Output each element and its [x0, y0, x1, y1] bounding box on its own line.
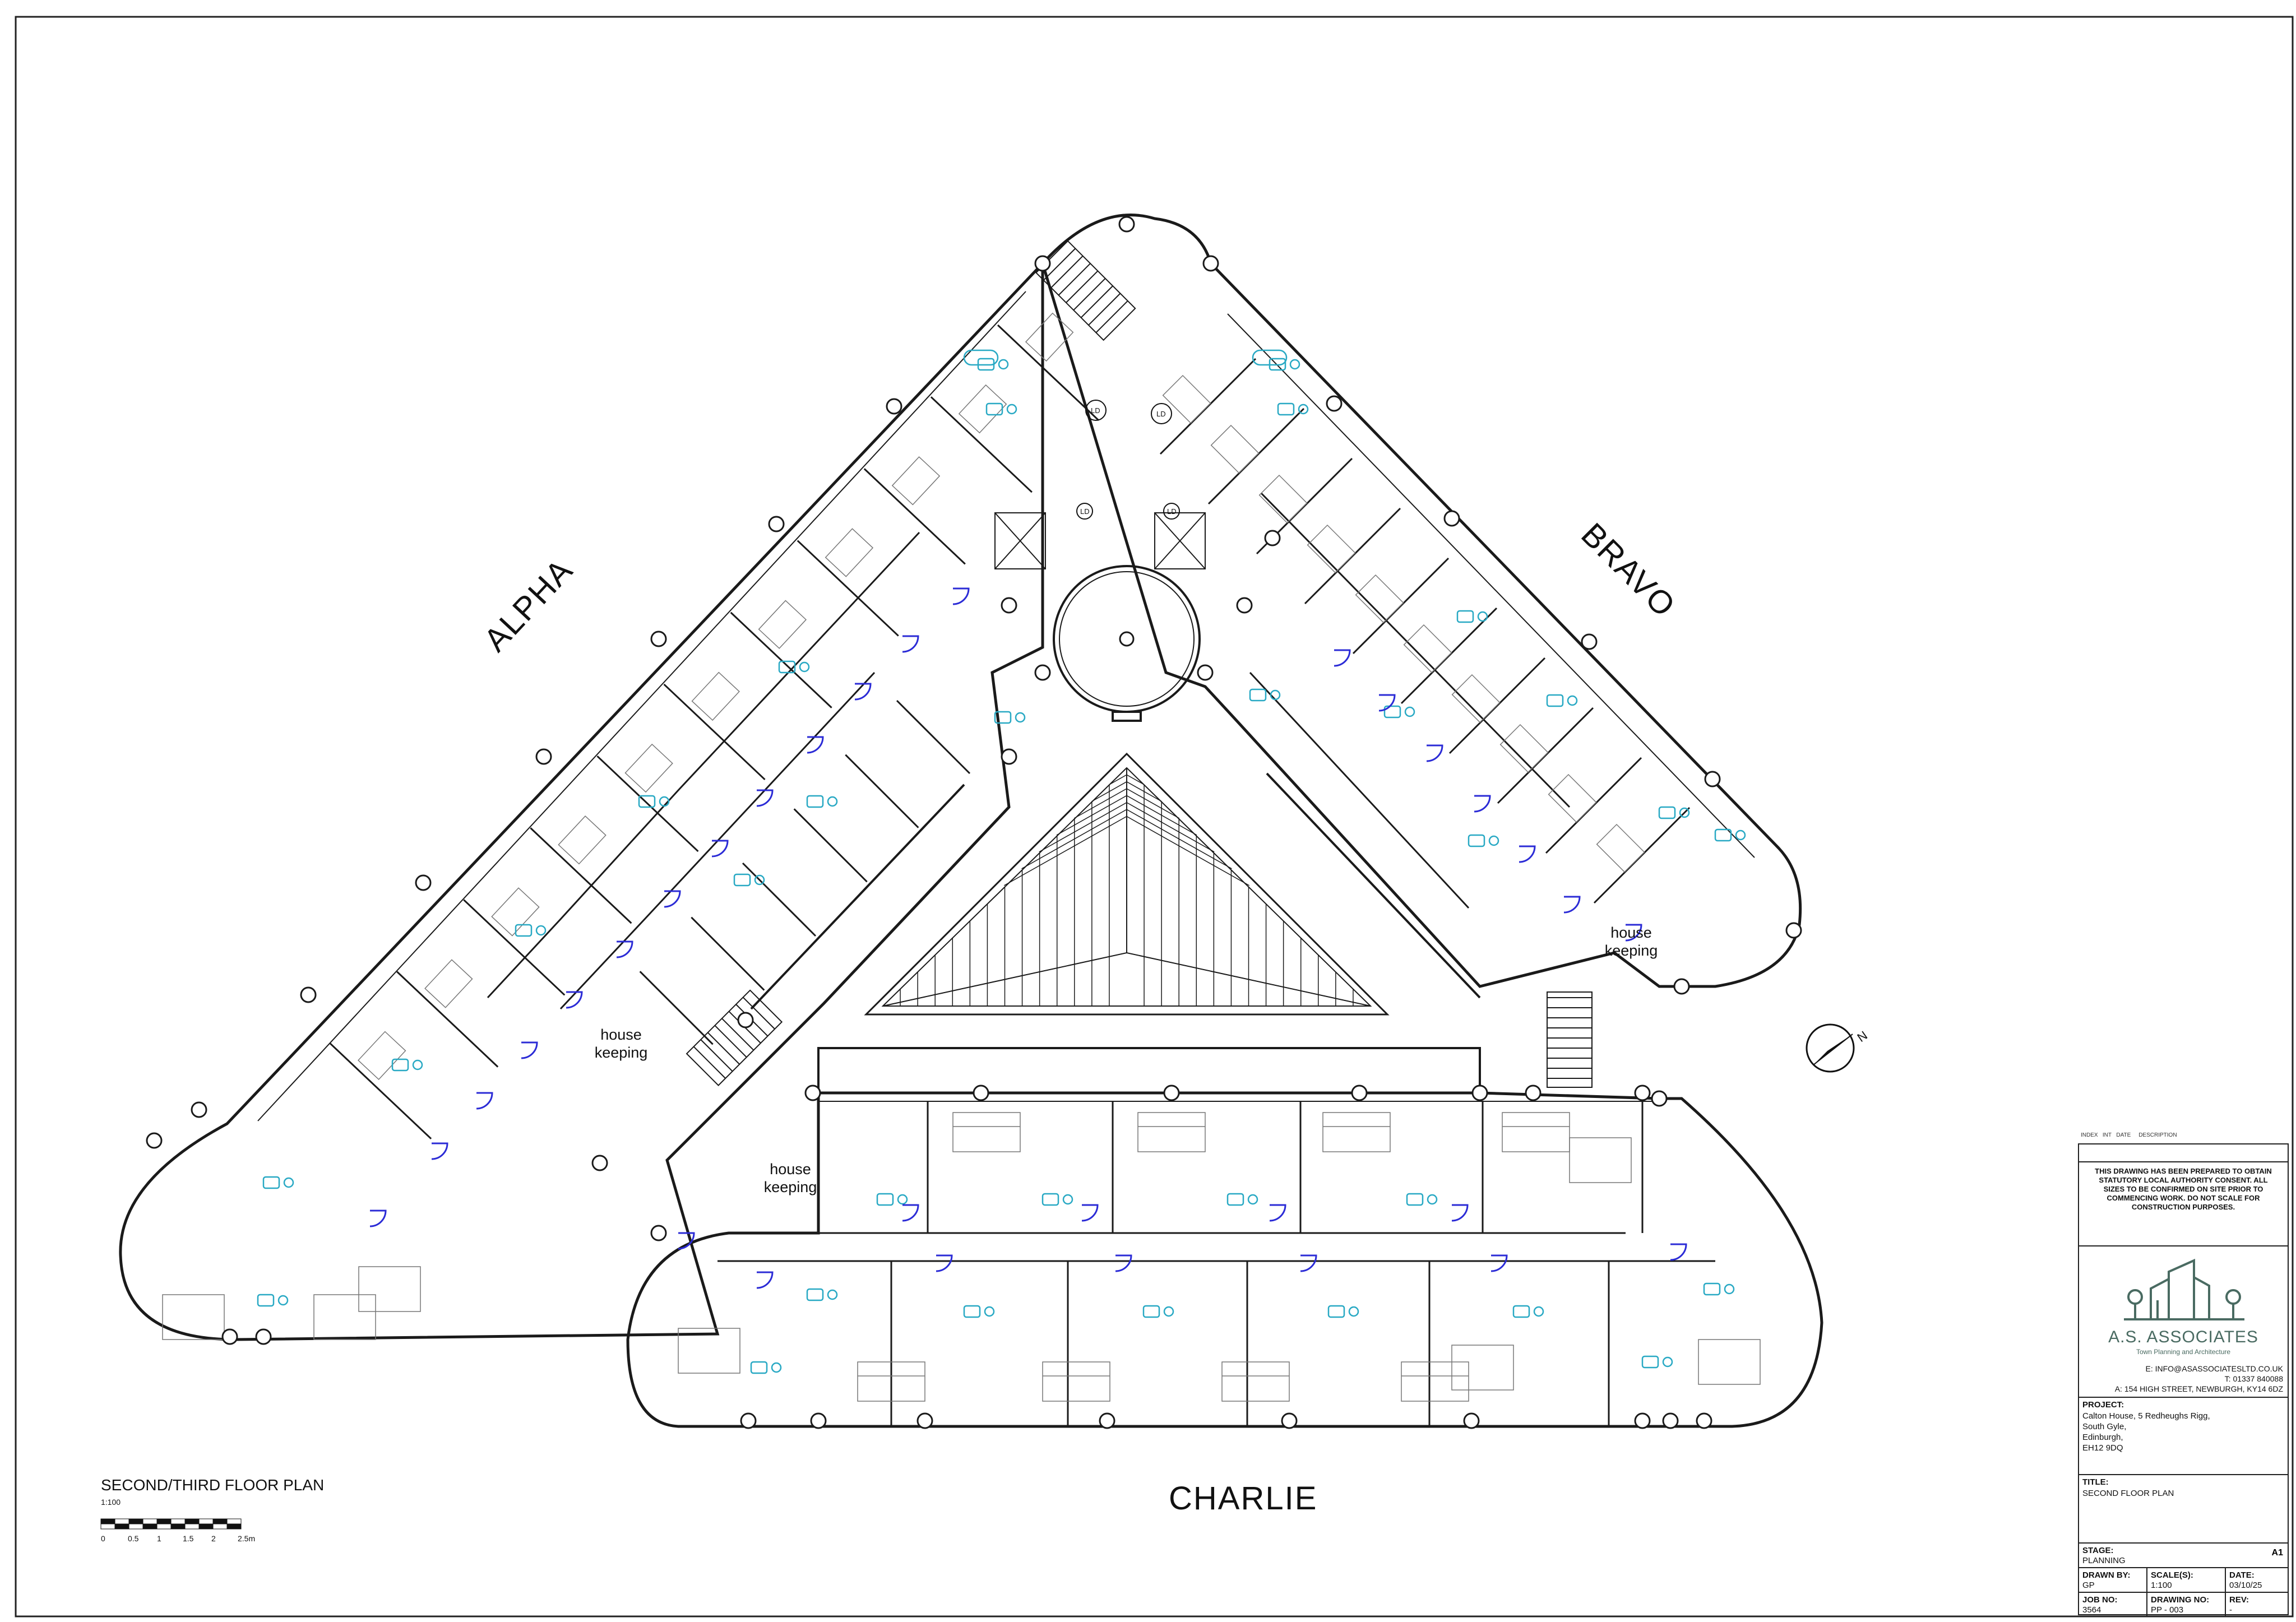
rev-label: REV: — [2229, 1595, 2249, 1605]
wing-charlie — [626, 1091, 1823, 1428]
housekeeping-label-charlie: house keeping — [763, 1161, 817, 1195]
wing-bravo — [1041, 214, 1802, 988]
job-no-label: JOB NO: — [2082, 1595, 2118, 1605]
scalebar-label-2: 1 — [157, 1534, 161, 1543]
atrium-roof — [864, 752, 1390, 1016]
columns — [146, 216, 1802, 1429]
housekeeping-label-alpha: house keeping — [594, 1026, 648, 1061]
scalebar-label-4: 2 — [211, 1534, 216, 1543]
rev-int-header: INT — [2102, 1132, 2112, 1138]
date-label: DATE: — [2229, 1570, 2255, 1580]
revision-headers: INDEX INT DATE DESCRIPTION — [2081, 1132, 2177, 1138]
job-row: JOB NO: 3564 DRAWING NO: PP - 003 REV: - — [2079, 1592, 2288, 1616]
courtyard — [750, 772, 1481, 1093]
rev-value: - — [2229, 1605, 2232, 1615]
lift-label-2: LD — [1156, 410, 1166, 418]
drawing-no-label: DRAWING NO: — [2151, 1595, 2210, 1605]
rev-description-header: DESCRIPTION — [2138, 1132, 2177, 1138]
wing-label-charlie: CHARLIE — [1169, 1480, 1318, 1517]
stage-box: STAGE: PLANNING A1 — [2079, 1542, 2288, 1567]
drawing-no-value: PP - 003 — [2151, 1605, 2184, 1615]
scale-label: SCALE(S): — [2151, 1570, 2193, 1580]
project-address: Calton House, 5 Redheughs Rigg, South Gy… — [2082, 1411, 2210, 1453]
stage-label: STAGE: — [2082, 1546, 2114, 1555]
project-label: PROJECT: — [2082, 1400, 2124, 1410]
drawing-title: SECOND FLOOR PLAN — [2082, 1489, 2174, 1498]
scalebar-label-5: 2.5m — [238, 1534, 256, 1543]
title-label: TITLE: — [2082, 1477, 2109, 1487]
central-rotunda — [1053, 565, 1201, 722]
doors — [369, 587, 1687, 1289]
north-label: N — [1855, 1028, 1870, 1045]
wing-alpha — [119, 259, 1044, 1341]
job-no-value: 3564 — [2082, 1605, 2101, 1615]
drawn-by-value: GP — [2082, 1581, 2095, 1590]
company-name: A.S. ASSOCIATES — [2108, 1328, 2258, 1346]
title-block: THIS DRAWING HAS BEEN PREPARED TO OBTAIN… — [2078, 1143, 2289, 1616]
plan-scale: 1:100 — [101, 1498, 121, 1507]
drawn-row: DRAWN BY: GP SCALE(S): 1:100 DATE: 03/10… — [2079, 1567, 2288, 1592]
lift-labels: LD LD LD LD — [1076, 400, 1180, 520]
company-tagline: Town Planning and Architecture — [2136, 1348, 2231, 1356]
company-email: E: INFO@ASASSOCIATESLTD.CO.UK — [2145, 1364, 2283, 1373]
lift-label-4: LD — [1167, 507, 1177, 516]
date-value: 03/10/25 — [2229, 1581, 2262, 1590]
scalebar-label-3: 1.5 — [183, 1534, 194, 1543]
company-logo-icon — [2124, 1258, 2244, 1320]
scalebar-label-0: 0 — [101, 1534, 105, 1543]
lift-label-3: LD — [1080, 507, 1090, 516]
disclaimer-box: THIS DRAWING HAS BEEN PREPARED TO OBTAIN… — [2079, 1161, 2288, 1245]
company-address: A: 154 HIGH STREET, NEWBURGH, KY14 6DZ — [2114, 1384, 2283, 1393]
stage-value: PLANNING — [2082, 1556, 2126, 1565]
north-arrow-icon: N — [1806, 1023, 1870, 1073]
sheet-border — [15, 16, 2294, 1618]
lift-label-1: LD — [1091, 406, 1100, 415]
logo-box: A.S. ASSOCIATES Town Planning and Archit… — [2079, 1245, 2288, 1397]
drawn-by-label: DRAWN BY: — [2082, 1570, 2131, 1580]
rev-date-header: DATE — [2116, 1132, 2131, 1138]
scale-bar — [100, 1518, 242, 1530]
bathroom-fixtures — [257, 349, 1746, 1374]
plan-title: SECOND/THIRD FLOOR PLAN — [101, 1476, 325, 1494]
scalebar-label-1: 0.5 — [128, 1534, 139, 1543]
rev-index-header: INDEX — [2081, 1132, 2098, 1138]
scale-value: 1:100 — [2151, 1581, 2172, 1590]
housekeeping-label-bravo: house keeping — [1604, 924, 1658, 959]
project-box: PROJECT: Calton House, 5 Redheughs Rigg,… — [2079, 1397, 2288, 1474]
sheet-size: A1 — [2271, 1548, 2283, 1558]
company-phone: T: 01337 840088 — [2224, 1374, 2283, 1383]
room-partitions — [162, 312, 1761, 1426]
title-box: TITLE: SECOND FLOOR PLAN — [2079, 1474, 2288, 1542]
disclaimer: THIS DRAWING HAS BEEN PREPARED TO OBTAIN… — [2095, 1167, 2272, 1211]
stair-cores — [686, 240, 1593, 1088]
